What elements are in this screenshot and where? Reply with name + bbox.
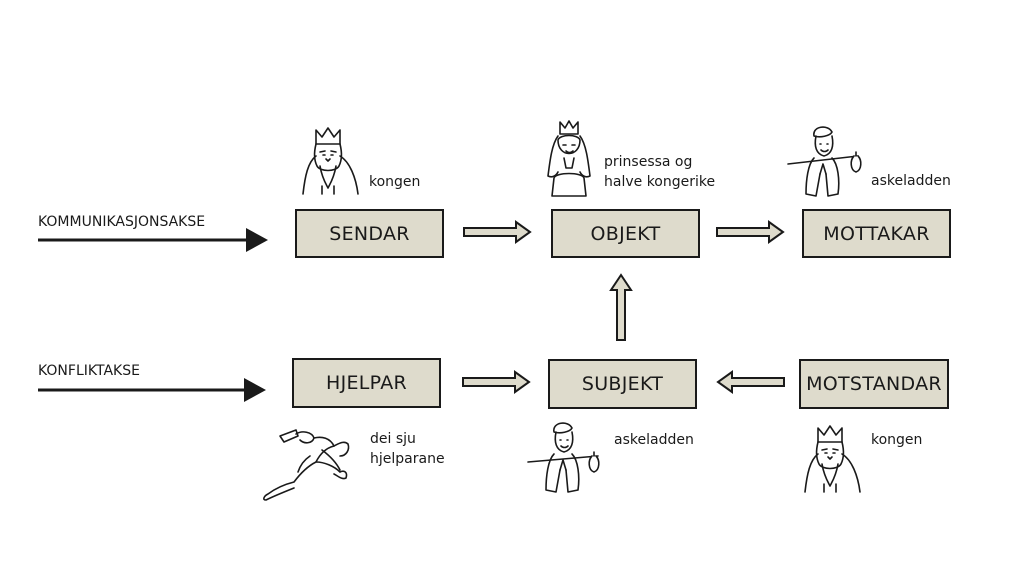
arrow-subjekt-objekt [609,273,633,341]
arrow-sendar-objekt [463,220,532,244]
objekt-box: OBJEKT [551,209,700,258]
subjekt-box: SUBJEKT [548,359,697,409]
hjelpar-box: HJELPAR [292,358,441,408]
subjekt-caption: askeladden [614,432,694,448]
mottakar-caption: askeladden [871,173,951,189]
arrow-hjelpar-subjekt [462,370,531,394]
princess-icon [547,120,591,197]
mottakar-box: MOTTAKAR [802,209,951,258]
arrow-motstandar-subjekt [716,370,785,394]
conflict-axis-label: KONFLIKTAKSE [38,363,140,379]
askeladden-icon [787,126,862,197]
king-icon [804,425,861,493]
askeladden-icon [527,422,600,493]
communication-axis-label: KOMMUNIKASJONSAKSE [38,214,206,230]
running-helper-icon [263,429,350,501]
hjelpar-caption: dei sju hjelparane [370,431,445,467]
sendar-box: SENDAR [295,209,444,258]
objekt-caption: prinsessa og halve kongerike [604,154,716,190]
communication-axis-arrow [38,228,268,252]
sendar-caption: kongen [369,174,421,190]
arrow-objekt-mottakar [716,220,785,244]
motstandar-caption: kongen [871,432,923,448]
motstandar-box: MOTSTANDAR [799,359,949,409]
conflict-axis-arrow [38,378,266,402]
king-icon [302,127,359,195]
